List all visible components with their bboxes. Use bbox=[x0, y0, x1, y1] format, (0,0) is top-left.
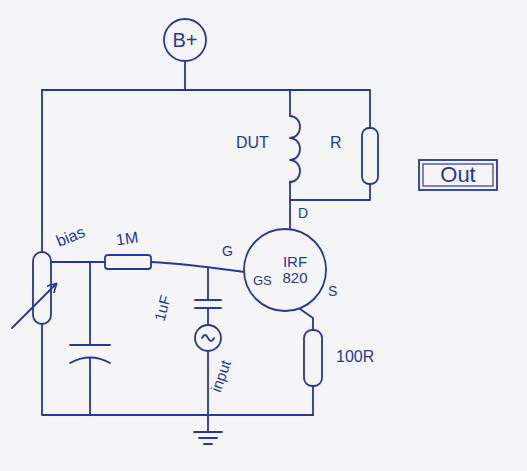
source-wire bbox=[300, 309, 313, 330]
mosfet-symbol: IRF 820 bbox=[243, 228, 327, 312]
pin-name: GS bbox=[253, 274, 272, 288]
component-label: R bbox=[330, 134, 342, 152]
potentiometer-arrow bbox=[12, 284, 56, 328]
supply-terminal: B+ bbox=[163, 18, 207, 62]
node-text: IRF 820 bbox=[277, 254, 313, 286]
node-text: Out bbox=[440, 163, 475, 186]
gate-wire bbox=[151, 262, 244, 272]
signal-label: input bbox=[208, 358, 235, 394]
node-text: B+ bbox=[172, 30, 197, 51]
left-rail-wire bbox=[41, 90, 43, 252]
pin-name: G bbox=[222, 244, 233, 259]
resistor-return-wire bbox=[290, 184, 370, 200]
control-label: bias bbox=[54, 223, 88, 250]
ground-rail-wire bbox=[42, 324, 313, 415]
resistor-symbol bbox=[362, 128, 378, 184]
input-return-wire bbox=[207, 351, 209, 415]
value-label: 1M bbox=[115, 229, 139, 250]
capacitor-wire bbox=[89, 358, 91, 415]
capacitor-wire bbox=[89, 262, 91, 345]
drain-wire bbox=[289, 182, 291, 229]
capacitor-symbol bbox=[195, 300, 221, 308]
input-wire bbox=[207, 308, 209, 325]
signal-source-wave bbox=[202, 335, 214, 341]
potentiometer-symbol bbox=[33, 252, 51, 324]
value-label: 100R bbox=[336, 348, 374, 366]
signal-source-symbol bbox=[195, 325, 221, 351]
value-label: 1uF bbox=[152, 294, 175, 323]
supply-wire bbox=[184, 62, 186, 90]
coil-lead-wire bbox=[289, 90, 291, 116]
wiper-wire bbox=[51, 261, 105, 263]
ground-symbol bbox=[194, 415, 222, 444]
pin-name: D bbox=[298, 206, 308, 221]
component-label: DUT bbox=[236, 134, 269, 152]
pin-name: S bbox=[328, 284, 337, 299]
resistor-symbol bbox=[105, 255, 151, 269]
output-box: Out bbox=[418, 159, 498, 191]
resistor-symbol bbox=[304, 330, 322, 386]
capacitor-wire bbox=[207, 268, 209, 300]
source-return-wire bbox=[312, 386, 314, 415]
top-rail-wire bbox=[42, 90, 370, 128]
inductor-symbol bbox=[290, 116, 300, 182]
capacitor-plate bbox=[70, 344, 110, 346]
